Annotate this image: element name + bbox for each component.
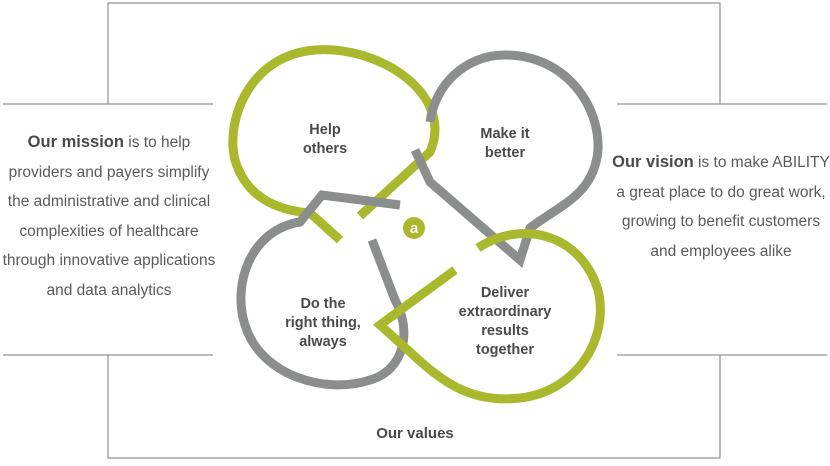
vision-statement: Our vision is to make ABILITY a great pl… (612, 148, 830, 266)
frame-top-line (107, 2, 721, 104)
ability-logo-icon: a (403, 217, 425, 239)
vision-lead: Our vision (612, 153, 694, 171)
value-do-the-right-thing: Do the right thing, always (285, 296, 361, 350)
mission-lead: Our mission (27, 133, 124, 151)
frame-bottom-line (107, 355, 721, 459)
value-make-it-better: Make it better (480, 126, 530, 161)
value-deliver-results: Deliver extraordinary results together (458, 285, 552, 358)
mission-text: is to help providers and payers simplify… (2, 134, 216, 299)
loop-help-others (228, 45, 440, 244)
values-title: Our values (376, 425, 454, 442)
loop-make-it-better (410, 50, 603, 268)
loop-deliver-results (372, 229, 605, 404)
frame-lines (3, 2, 827, 459)
vision-text: is to make ABILITY a great place to do g… (616, 154, 830, 260)
mission-statement: Our mission is to help providers and pay… (0, 128, 218, 305)
value-help-others: Help others (302, 122, 348, 157)
svg-text:a: a (410, 220, 419, 237)
